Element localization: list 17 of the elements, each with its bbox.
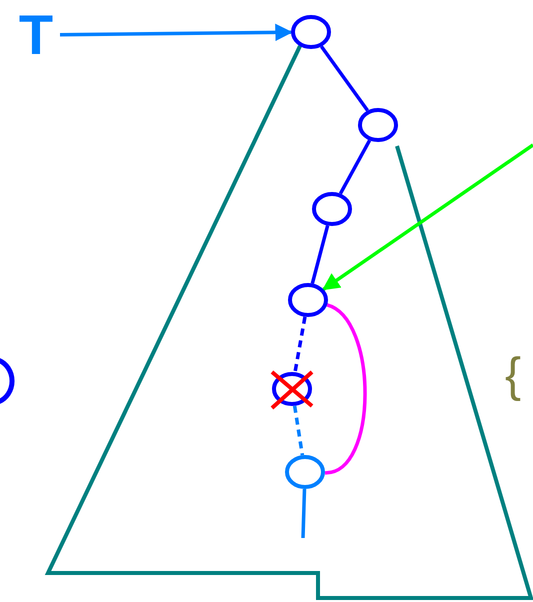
connector-line [292, 406, 304, 456]
tree-label: T [18, 7, 54, 63]
connector-line [320, 45, 369, 112]
connector-line [301, 488, 306, 538]
brace-symbol: { [505, 352, 522, 400]
node-circle [356, 106, 400, 144]
arrow [322, 144, 533, 291]
connector-line [310, 225, 330, 284]
deleted-node-circle [270, 370, 314, 408]
connector-line [338, 140, 372, 194]
node-circle [286, 281, 330, 319]
connector-line [293, 316, 307, 372]
node-circle [289, 13, 333, 51]
arrow [60, 24, 293, 42]
connector-line [324, 303, 367, 475]
node-circle [310, 190, 354, 228]
node-circle [283, 453, 327, 491]
